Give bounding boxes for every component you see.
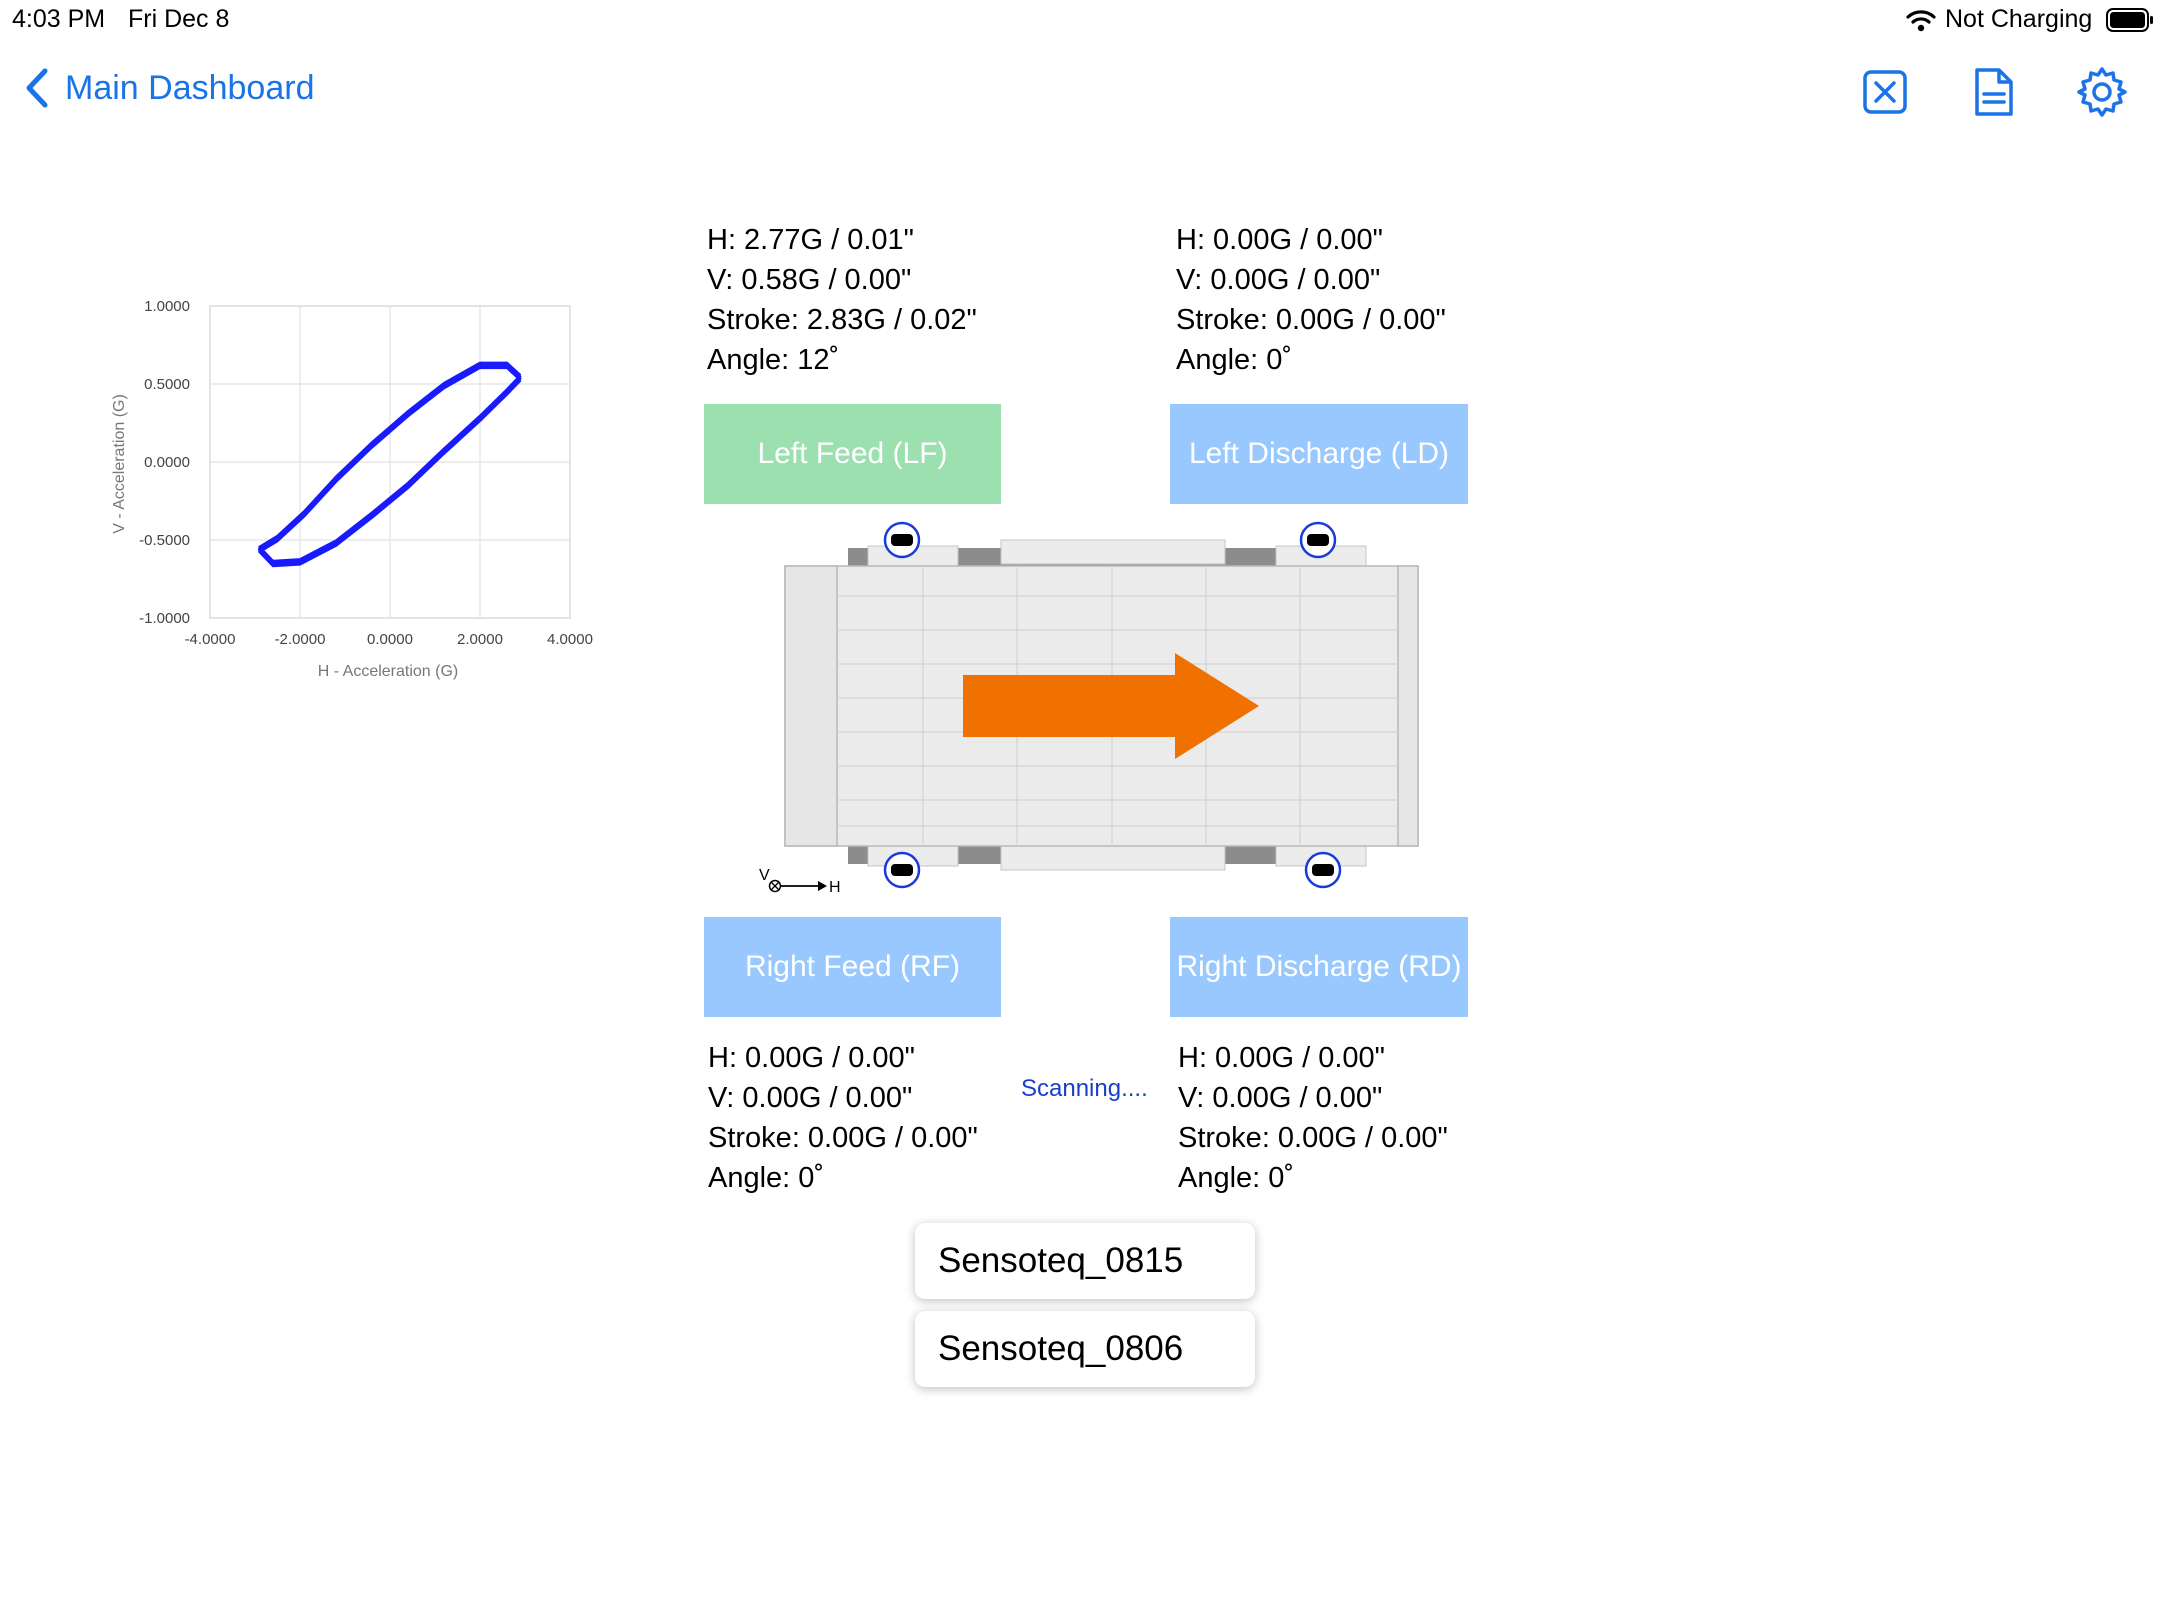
chart-y-tick-label: 1.0000 bbox=[144, 298, 190, 315]
wifi-icon bbox=[1906, 10, 1936, 32]
readout-rd-h: H: 0.00G / 0.00" bbox=[1178, 1042, 1385, 1074]
chart-series-line bbox=[258, 363, 522, 565]
readout-rf: H: 0.00G / 0.00" V: 0.00G / 0.00" Stroke… bbox=[708, 1038, 978, 1198]
axis-v-label: V bbox=[759, 867, 770, 884]
machine-diagram: V H bbox=[759, 521, 1419, 896]
chart-y-tick-label: 0.5000 bbox=[144, 376, 190, 393]
readout-lf-angle: Angle: 12˚ bbox=[707, 344, 840, 376]
sensor-list-item[interactable]: Sensoteq_0806 bbox=[915, 1311, 1255, 1387]
readout-lf-h: H: 2.77G / 0.01" bbox=[707, 224, 914, 256]
chart-x-tick-label: 2.0000 bbox=[457, 631, 503, 648]
left-feed-button[interactable]: Left Feed (LF) bbox=[704, 404, 1001, 504]
readout-ld-h: H: 0.00G / 0.00" bbox=[1176, 224, 1383, 256]
readout-rf-stroke: Stroke: 0.00G / 0.00" bbox=[708, 1122, 978, 1154]
back-button-label: Main Dashboard bbox=[65, 68, 315, 107]
chart-x-tick-label: 0.0000 bbox=[367, 631, 413, 648]
status-time: 4:03 PM bbox=[12, 5, 106, 33]
document-icon[interactable] bbox=[1965, 64, 2021, 120]
chart-series-line bbox=[258, 366, 522, 568]
close-square-icon[interactable] bbox=[1857, 64, 1913, 120]
chart-x-tick-label: -4.0000 bbox=[185, 631, 236, 648]
sensor-marker-rd bbox=[1304, 851, 1342, 889]
readout-rd-stroke: Stroke: 0.00G / 0.00" bbox=[1178, 1122, 1448, 1154]
readout-ld-v: V: 0.00G / 0.00" bbox=[1176, 264, 1381, 296]
readout-lf: H: 2.77G / 0.01" V: 0.58G / 0.00" Stroke… bbox=[707, 220, 977, 380]
scanning-status: Scanning.... bbox=[1021, 1075, 1148, 1102]
readout-lf-stroke: Stroke: 2.83G / 0.02" bbox=[707, 304, 977, 336]
sensor-list-item[interactable]: Sensoteq_0815 bbox=[915, 1223, 1255, 1299]
readout-ld-angle: Angle: 0˚ bbox=[1176, 344, 1293, 376]
back-button[interactable]: Main Dashboard bbox=[22, 68, 314, 108]
chart-y-tick-label: -0.5000 bbox=[139, 532, 190, 549]
chart-x-tick-label: -2.0000 bbox=[275, 631, 326, 648]
sensor-marker-rf bbox=[883, 851, 921, 889]
axis-indicator: V H bbox=[759, 867, 841, 896]
chart-y-axis-label: V - Acceleration (G) bbox=[111, 394, 128, 534]
flow-direction-arrow bbox=[963, 653, 1259, 759]
chart-x-tick-label: 4.0000 bbox=[547, 631, 593, 648]
readout-ld-stroke: Stroke: 0.00G / 0.00" bbox=[1176, 304, 1446, 336]
sensor-marker-ld bbox=[1299, 521, 1337, 559]
readout-ld: H: 0.00G / 0.00" V: 0.00G / 0.00" Stroke… bbox=[1176, 220, 1446, 380]
gear-icon[interactable] bbox=[2074, 64, 2130, 120]
chart-frame bbox=[209, 305, 571, 619]
right-discharge-button[interactable]: Right Discharge (RD) bbox=[1170, 917, 1468, 1017]
sensor-marker-lf bbox=[883, 521, 921, 559]
axis-h-label: H bbox=[829, 879, 841, 896]
status-date: Fri Dec 8 bbox=[128, 5, 230, 33]
left-discharge-button[interactable]: Left Discharge (LD) bbox=[1170, 404, 1468, 504]
readout-rf-v: V: 0.00G / 0.00" bbox=[708, 1082, 913, 1114]
charging-status: Not Charging bbox=[1945, 5, 2093, 33]
chart-y-tick-label: 0.0000 bbox=[144, 454, 190, 471]
readout-lf-v: V: 0.58G / 0.00" bbox=[707, 264, 912, 296]
chart-y-tick-label: -1.0000 bbox=[139, 610, 190, 627]
readout-rf-h: H: 0.00G / 0.00" bbox=[708, 1042, 915, 1074]
chart-x-axis-label: H - Acceleration (G) bbox=[318, 663, 458, 680]
readout-rd: H: 0.00G / 0.00" V: 0.00G / 0.00" Stroke… bbox=[1178, 1038, 1448, 1198]
right-feed-button[interactable]: Right Feed (RF) bbox=[704, 917, 1001, 1017]
chevron-left-icon bbox=[26, 68, 48, 108]
readout-rd-angle: Angle: 0˚ bbox=[1178, 1162, 1295, 1194]
acceleration-chart: -4.0000 -2.0000 0.0000 2.0000 4.0000 1.0000 0.… bbox=[111, 298, 593, 680]
readout-rd-v: V: 0.00G / 0.00" bbox=[1178, 1082, 1383, 1114]
readout-rf-angle: Angle: 0˚ bbox=[708, 1162, 825, 1194]
battery-icon bbox=[2106, 8, 2153, 32]
